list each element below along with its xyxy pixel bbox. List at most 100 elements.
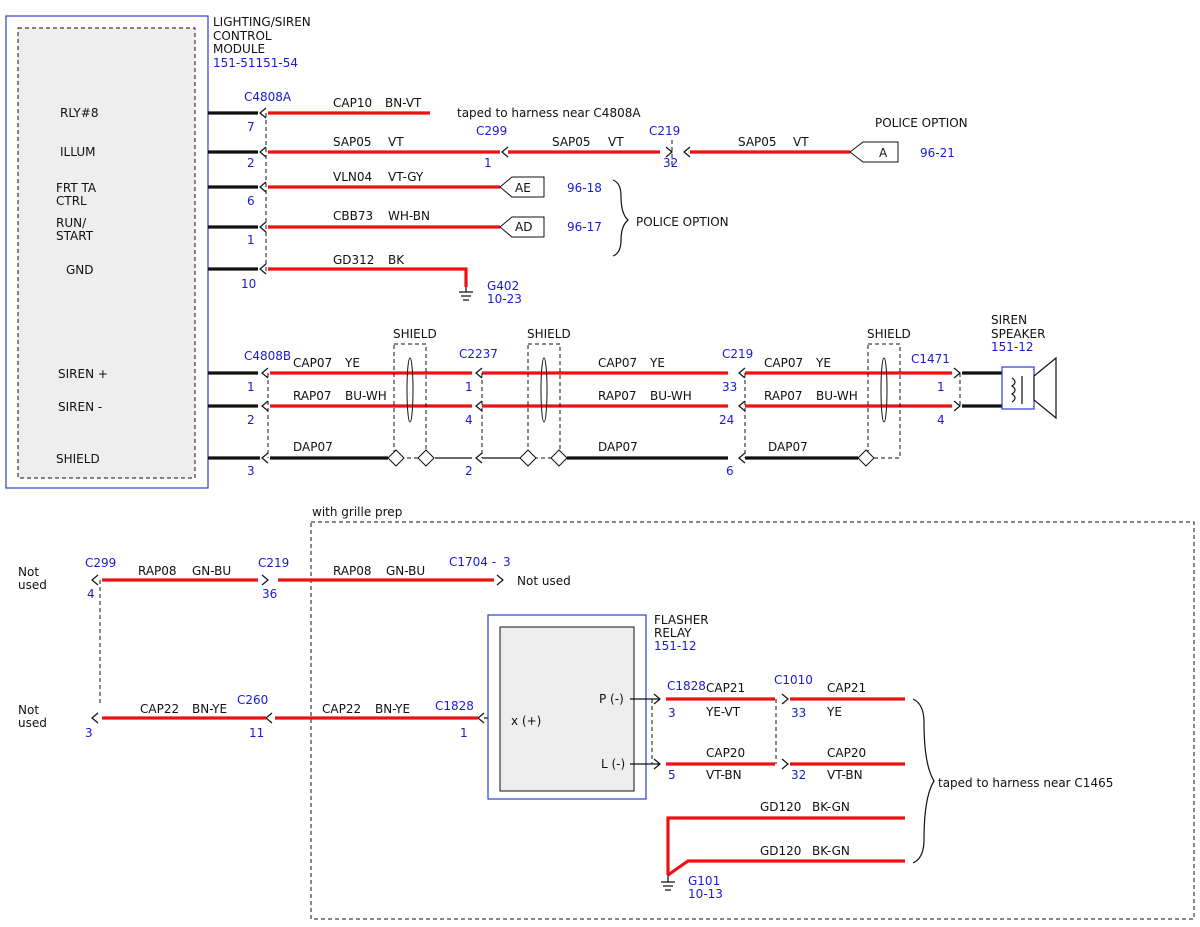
wire-cap20-id-2: CAP20 <box>827 746 866 760</box>
pin-c4808b-1: 1 <box>247 380 255 394</box>
wire-gd312-id: GD312 <box>333 253 374 267</box>
brace-taped-c1465 <box>912 698 935 864</box>
label-c260: C260 <box>237 693 268 707</box>
pin-c1828-5: 5 <box>668 768 676 782</box>
pin-c1471-4: 4 <box>937 413 945 427</box>
flag-ae-label: AE <box>515 181 531 195</box>
wire-rap08: Not used C299 4 RAP08 GN-BU C219 36 RAP0… <box>18 555 571 705</box>
wire-cap20: CAP20 VT-BN CAP20 VT-BN <box>666 746 905 782</box>
wire-cap07-id-1: CAP07 <box>293 356 332 370</box>
wire-gd120-id-1: GD120 <box>760 800 801 814</box>
speaker-title-2: SPEAKER <box>991 327 1045 341</box>
wire-cap07-color-3: YE <box>815 356 831 370</box>
note-taped-c4808a: taped to harness near C4808A <box>457 106 641 120</box>
wire-gd120: GD120 BK-GN GD120 BK-GN G101 10-13 <box>661 800 905 901</box>
not-used-1-line-2: used <box>18 578 47 592</box>
wire-dap07-id-1: DAP07 <box>293 440 333 454</box>
wire-cap22: Not used 3 CAP22 BN-YE C260 11 CAP22 BN-… <box>18 693 506 740</box>
control-module: LIGHTING/SIREN CONTROL MODULE 151-51151-… <box>5 15 311 489</box>
wire-dap07-id-2: DAP07 <box>598 440 638 454</box>
pin-label-frt-ta: FRT TA <box>56 181 97 195</box>
pin-c299-1: 1 <box>484 156 492 170</box>
ref-g402: 10-23 <box>487 292 522 306</box>
wire-cap22-id-1: CAP22 <box>140 702 179 716</box>
wire-cap21: CAP21 YE-VT CAP21 YE <box>666 681 905 719</box>
wire-sap05: SAP05 VT C299 1 SAP05 VT C219 32 SAP05 V… <box>268 116 968 170</box>
pin-c219-6: 6 <box>726 464 734 478</box>
pin-c1828-1: 1 <box>460 726 468 740</box>
label-c299-lower: C299 <box>85 556 116 570</box>
wire-cap10: CAP10 BN-VT taped to harness near C4808A <box>268 96 641 120</box>
pin-c2237-2: 2 <box>465 464 473 478</box>
flag-ad <box>499 216 545 238</box>
label-c2237: C2237 <box>459 347 498 361</box>
wire-cap10-id: CAP10 <box>333 96 372 110</box>
wire-dap07-id-3: DAP07 <box>768 440 808 454</box>
connector-c2237: C2237 1 4 2 <box>459 347 498 478</box>
wire-gd120-color-2: BK-GN <box>812 844 850 858</box>
wire-cap07-id-3: CAP07 <box>764 356 803 370</box>
module-title-line-1: LIGHTING/SIREN <box>213 15 311 29</box>
wire-rap08-id-2: RAP08 <box>333 564 372 578</box>
wire-cbb73-color: WH-BN <box>388 209 430 223</box>
label-c219-upper: C219 <box>649 124 680 138</box>
shield-2: SHIELD <box>519 327 571 467</box>
pin-c4808b-2: 2 <box>247 413 255 427</box>
police-option-a: POLICE OPTION <box>875 116 968 130</box>
siren-speaker: SIREN SPEAKER 151-12 <box>991 313 1057 420</box>
label-g101: G101 <box>688 874 720 888</box>
wire-dap07: DAP07 DAP07 DAP07 <box>270 440 858 460</box>
label-c1471: C1471 <box>911 352 950 366</box>
pin-label-shield: SHIELD <box>56 452 100 466</box>
connector-c4808a: C4808A 7 2 6 1 10 <box>208 90 292 291</box>
pin-c1010-33: 33 <box>791 706 806 720</box>
ref-ad: 96-17 <box>567 220 602 234</box>
grille-prep-box <box>310 521 1195 920</box>
police-option-brace-label: POLICE OPTION <box>636 215 729 229</box>
pin-c219-32: 32 <box>663 156 678 170</box>
wire-gd312-color: BK <box>388 253 405 267</box>
label-c1704: C1704 - <box>449 555 496 569</box>
not-used-1-line-1: Not <box>18 565 39 579</box>
label-c4808b: C4808B <box>244 349 291 363</box>
pin-c4808a-2: 2 <box>247 156 255 170</box>
label-c1828-input: C1828 <box>435 699 474 713</box>
speaker-ref: 151-12 <box>991 340 1034 354</box>
module-body <box>17 27 196 479</box>
flag-a-label: A <box>879 146 888 160</box>
relay-pin-p: P (-) <box>599 692 624 706</box>
pin-c1704-3: 3 <box>503 555 511 569</box>
pin-label-illum: ILLUM <box>60 145 95 159</box>
pin-c2237-4: 4 <box>465 413 473 427</box>
wire-cap07-id-2: CAP07 <box>598 356 637 370</box>
wire-sap05-color-1: VT <box>388 135 404 149</box>
relay-title-2: RELAY <box>654 626 692 640</box>
label-c219-lower: C219 <box>258 556 289 570</box>
wire-cap20-color-2: VT-BN <box>827 768 863 782</box>
module-part-number: 151-51151-54 <box>213 56 298 70</box>
wire-rap08-id-1: RAP08 <box>138 564 177 578</box>
relay-title-1: FLASHER <box>654 613 709 627</box>
label-c4808a: C4808A <box>244 90 292 104</box>
relay-ref: 151-12 <box>654 639 697 653</box>
shield-1-label: SHIELD <box>393 327 437 341</box>
wire-gd120-color-1: BK-GN <box>812 800 850 814</box>
pin-label-run: RUN/ <box>56 216 87 230</box>
wire-gd312: GD312 BK G402 10-23 <box>268 253 522 306</box>
pin-c219-24: 24 <box>719 413 734 427</box>
pin-c4808a-10: 10 <box>241 277 256 291</box>
pin-c4808a-1: 1 <box>247 233 255 247</box>
ref-a: 96-21 <box>920 146 955 160</box>
flasher-relay: FLASHER RELAY 151-12 x (+) P (-) L (-) <box>487 613 709 800</box>
not-used-2-line-2: used <box>18 716 47 730</box>
pin-c1010-32: 32 <box>791 768 806 782</box>
pin-label-siren-plus: SIREN + <box>58 367 108 381</box>
wire-rap07-color-2: BU-WH <box>650 389 692 403</box>
wire-cap20-color-1: VT-BN <box>706 768 742 782</box>
pin-label-rly8: RLY#8 <box>60 106 98 120</box>
wire-cap21-color-1: YE-VT <box>705 705 741 719</box>
wire-vln04-color: VT-GY <box>388 170 424 184</box>
connector-c1828-output: C1828 3 5 C1010 33 32 <box>651 673 813 782</box>
pin-c260-11: 11 <box>249 726 264 740</box>
